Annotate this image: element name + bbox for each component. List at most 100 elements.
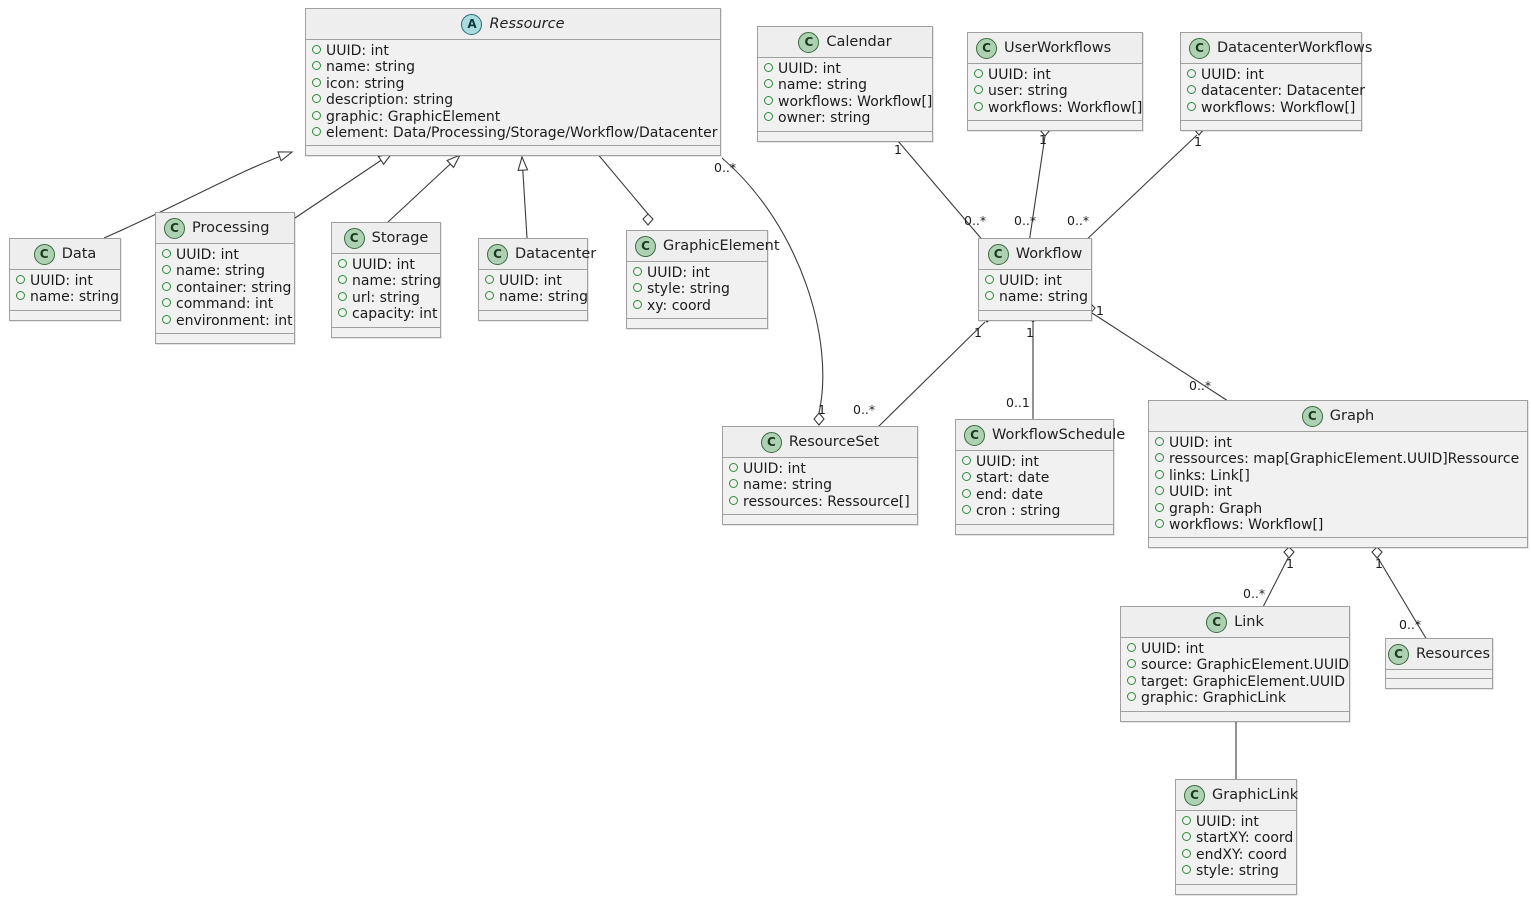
attribute-row: source: GraphicElement.UUID xyxy=(1127,657,1349,673)
attribute-text: name: string xyxy=(30,289,120,306)
class-methods-storage xyxy=(332,327,440,337)
class-methods-resourceset xyxy=(723,515,917,525)
class-name-data: Data xyxy=(61,246,97,262)
visibility-public-icon xyxy=(1155,453,1164,463)
class-methods-calendar xyxy=(758,131,932,141)
multiplicity-label: 1 xyxy=(974,325,982,340)
attribute-text: name: string xyxy=(499,289,589,306)
attribute-text: workflows: Workflow[] xyxy=(1169,517,1324,534)
attribute-text: UUID: int xyxy=(1141,641,1204,657)
visibility-public-icon xyxy=(1127,675,1136,685)
attribute-row: workflows: Workflow[] xyxy=(764,94,932,110)
attribute-row: capacity: int xyxy=(338,306,438,322)
class-icon: C xyxy=(1189,37,1210,59)
attribute-text: UUID: int xyxy=(1196,814,1259,830)
attribute-text: UUID: int xyxy=(647,265,710,281)
visibility-public-icon xyxy=(729,479,738,489)
class-name-graph: Graph xyxy=(1329,408,1375,424)
multiplicity-label: 1 xyxy=(1194,134,1202,149)
attribute-text: ressources: map[GraphicElement.UUID]Ress… xyxy=(1169,451,1520,468)
attribute-row: end: date xyxy=(962,487,1107,503)
class-icon: C xyxy=(164,217,185,239)
visibility-public-icon xyxy=(338,275,347,285)
attribute-text: name: string xyxy=(743,477,833,494)
attribute-text: workflows: Workflow[] xyxy=(988,99,1143,116)
visibility-public-icon xyxy=(1187,101,1196,111)
attribute-text: UUID: int xyxy=(976,454,1039,470)
attribute-text: name: string xyxy=(778,77,868,94)
attribute-text: UUID: int xyxy=(1169,435,1232,451)
visibility-public-icon xyxy=(485,291,494,301)
multiplicity-label: 1 xyxy=(1026,325,1034,340)
visibility-public-icon xyxy=(729,463,738,472)
edge-datacenter-inherits-ressource xyxy=(517,155,529,239)
attribute-row: owner: string xyxy=(764,110,926,126)
visibility-public-icon xyxy=(1182,865,1191,875)
class-icon: C xyxy=(487,243,508,265)
visibility-public-icon xyxy=(1155,437,1164,446)
visibility-public-icon xyxy=(162,281,171,291)
attribute-text: url: string xyxy=(352,289,420,306)
attribute-row: ressources: Ressource[] xyxy=(729,494,911,510)
multiplicity-label: 1 xyxy=(1375,556,1383,571)
attribute-text: user: string xyxy=(988,83,1068,100)
multiplicity-label: 1 xyxy=(1286,556,1294,571)
class-icon: C xyxy=(976,37,997,59)
visibility-public-icon xyxy=(1182,832,1191,842)
attribute-text: UUID: int xyxy=(176,247,239,263)
class-methods-datacenterworkflows xyxy=(1181,121,1361,131)
class-icon: C xyxy=(964,424,985,446)
attribute-row: style: string xyxy=(633,281,761,297)
attribute-row: target: GraphicElement.UUID xyxy=(1127,674,1345,690)
attribute-text: links: Link[] xyxy=(1169,467,1250,484)
visibility-public-icon xyxy=(985,275,994,284)
attribute-row: workflows: Workflow[] xyxy=(1187,100,1355,116)
attribute-row: UUID: int xyxy=(338,257,434,273)
visibility-public-icon xyxy=(633,283,642,293)
attribute-text: capacity: int xyxy=(352,306,438,323)
attribute-row: endXY: coord xyxy=(1182,847,1290,863)
multiplicity-label: 0..* xyxy=(1243,586,1266,601)
visibility-public-icon xyxy=(16,291,25,301)
visibility-public-icon xyxy=(1127,643,1136,652)
attribute-row: command: int xyxy=(162,296,288,312)
visibility-public-icon xyxy=(312,127,321,137)
attribute-row: name: string xyxy=(312,59,714,75)
class-name-datacenter: Datacenter xyxy=(515,246,597,262)
visibility-public-icon xyxy=(729,495,738,505)
visibility-public-icon xyxy=(962,456,971,465)
class-name-userworkflows: UserWorkflows xyxy=(1004,40,1112,56)
class-methods-processing xyxy=(156,334,294,344)
attribute-row: UUID: int xyxy=(1182,814,1290,830)
visibility-public-icon xyxy=(162,298,171,308)
